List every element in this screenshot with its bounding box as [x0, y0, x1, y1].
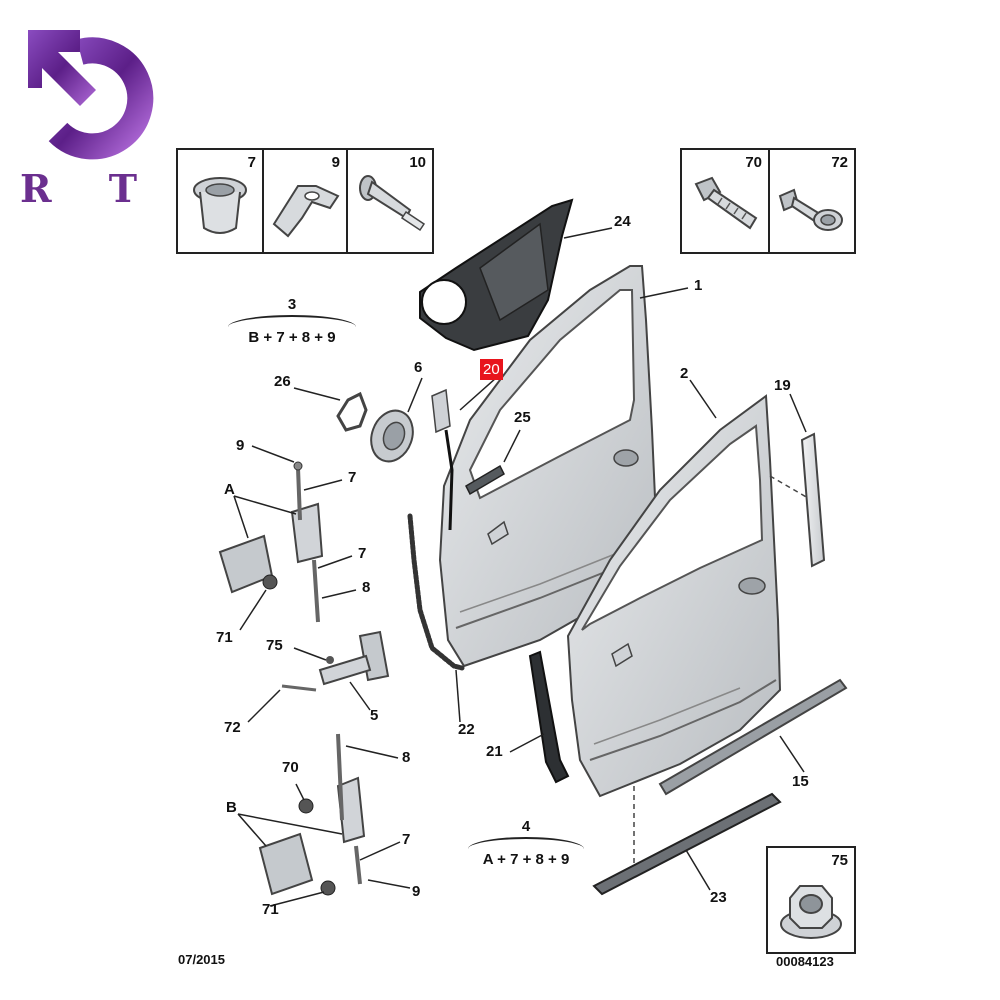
hardware-cell-7: 7 [178, 150, 264, 252]
sill-strip-23 [592, 792, 782, 896]
callout-75: 75 [266, 637, 283, 654]
callout-71-upper: 71 [216, 629, 233, 646]
assembly-4-formula: A + 7 + 8 + 9 [482, 851, 570, 868]
assembly-4-brace [468, 837, 584, 849]
bolt-icon [694, 176, 758, 230]
assembly-3-formula: B + 7 + 8 + 9 [248, 329, 336, 346]
door-seal-22 [407, 513, 465, 671]
clip-icon [272, 185, 340, 238]
callout-24: 24 [614, 213, 631, 230]
callout-6: 6 [414, 359, 423, 376]
hardware-cell-9: 9 [262, 150, 348, 252]
callout-9-lower: 9 [412, 883, 421, 900]
callout-25: 25 [514, 409, 531, 426]
callout-5: 5 [370, 707, 379, 724]
callout-7-middle: 7 [358, 545, 367, 562]
footer-ref: 00084123 [776, 954, 834, 969]
hardware-cell-70: 70 [682, 150, 770, 252]
hardware-box-right: 70 72 [680, 148, 856, 254]
callout-15: 15 [792, 773, 809, 790]
grommet-icon [193, 177, 247, 234]
callout-7-lower: 7 [402, 831, 411, 848]
rtcd-logo-icon [28, 30, 154, 160]
footer-date: 07/2015 [178, 952, 225, 967]
hardware-label-72: 72 [831, 154, 848, 171]
callout-a: A [224, 481, 235, 498]
callout-72: 72 [224, 719, 241, 736]
flange-nut-icon [780, 885, 842, 939]
hardware-label-7: 7 [247, 154, 256, 171]
callout-23: 23 [710, 889, 727, 906]
assembly-3: 3 B + 7 + 8 + 9 [222, 296, 362, 346]
callout-9-upper: 9 [236, 437, 245, 454]
hardware-label-10: 10 [409, 154, 426, 171]
callout-70: 70 [282, 759, 299, 776]
hardware-cell-75: 75 [768, 848, 854, 952]
callout-26: 26 [274, 373, 291, 390]
lower-hinge-b [258, 832, 314, 896]
callout-20-highlight: 20 [480, 359, 503, 380]
hardware-label-70: 70 [745, 154, 762, 171]
assembly-4: 4 A + 7 + 8 + 9 [462, 818, 590, 868]
glass-guide-20 [431, 388, 451, 434]
hardware-box-left: 7 9 10 [176, 148, 434, 254]
callout-7-upper: 7 [348, 469, 357, 486]
hardware-cell-10: 10 [346, 150, 432, 252]
hardware-cell-72: 72 [768, 150, 854, 252]
pillar-trim-19 [800, 432, 826, 568]
callout-b: B [226, 799, 237, 816]
callout-8-lower: 8 [402, 749, 411, 766]
gasket-26 [336, 391, 368, 432]
callout-21: 21 [486, 743, 503, 760]
callout-2: 2 [680, 365, 689, 382]
callout-19: 19 [774, 377, 791, 394]
callout-22: 22 [458, 721, 475, 738]
callout-20: 20 [480, 359, 503, 380]
pillar-trim-21 [528, 650, 570, 784]
callout-8-upper: 8 [362, 579, 371, 596]
assembly-3-brace [228, 315, 356, 327]
leader-lines [233, 227, 807, 907]
assembly-4-number: 4 [521, 818, 531, 835]
side-moulding-15 [658, 678, 848, 796]
callout-1: 1 [694, 277, 703, 294]
hardware-box-nut: 75 [766, 846, 856, 954]
assembly-3-number: 3 [287, 296, 297, 313]
callout-71-lower: 71 [262, 901, 279, 918]
hardware-label-9: 9 [331, 154, 340, 171]
hardware-label-75: 75 [831, 852, 848, 869]
screw-icon [778, 188, 843, 231]
rivet-icon [359, 175, 426, 232]
seal-25 [465, 464, 505, 496]
